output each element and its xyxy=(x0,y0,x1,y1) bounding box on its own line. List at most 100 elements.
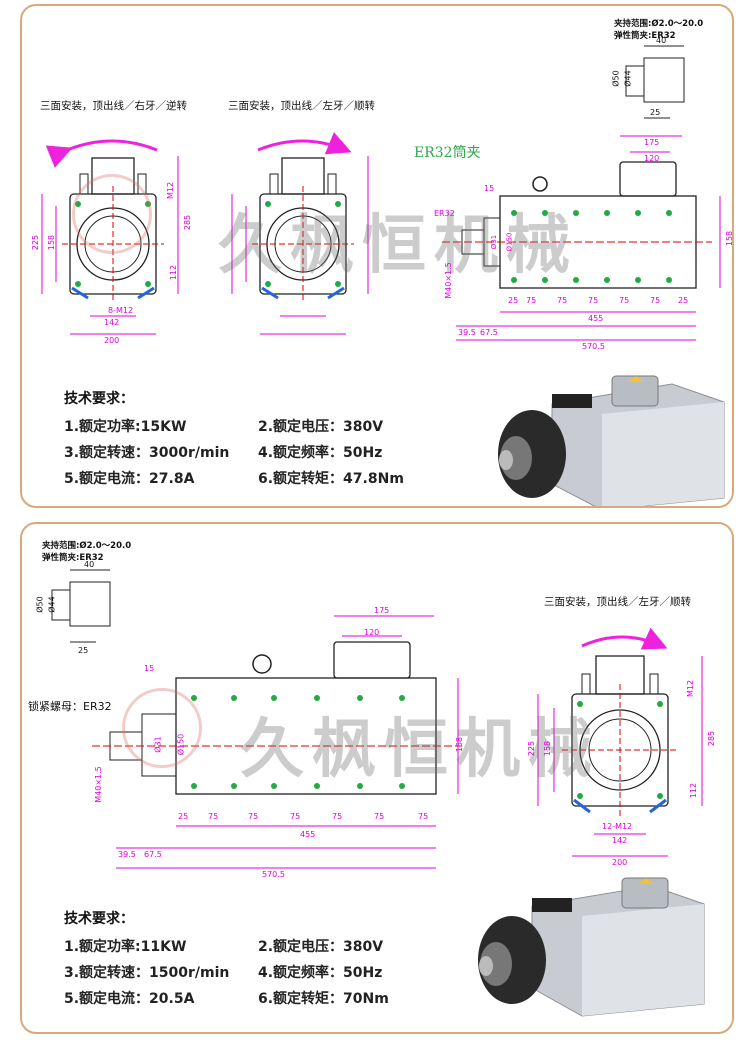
side-er32-label: ER32 xyxy=(434,209,455,218)
holes-label: 8-M12 xyxy=(108,306,134,315)
collet-d1: Ø50 xyxy=(35,596,45,613)
collet-spec: 弹性筒夹:ER32 xyxy=(42,553,104,563)
watermark: 久枫恒机械 xyxy=(240,712,600,787)
spec-speed: 3.额定转速：3000r/min xyxy=(64,445,230,461)
bolt-span: 142 xyxy=(104,318,120,327)
collet-h: 25 xyxy=(650,108,661,117)
front-b: 67.5 xyxy=(480,328,498,337)
spec-speed: 3.额定转速：1500r/min xyxy=(64,965,230,981)
front-a: 39.5 xyxy=(458,328,476,337)
box-inner: 120 xyxy=(364,628,380,637)
dia-a: Ø31 xyxy=(153,736,163,753)
collet-w: 40 xyxy=(656,36,667,45)
pitch-5: 75 xyxy=(650,296,661,305)
body-len: 455 xyxy=(588,314,604,323)
spindle-photo xyxy=(498,375,725,506)
offset: 112 xyxy=(169,264,179,281)
shaft-len: 15 xyxy=(144,664,155,673)
spec-current: 5.额定电流：27.8A xyxy=(64,471,195,487)
spec-frequency: 4.额定频率：50Hz xyxy=(258,965,383,981)
box-width: 175 xyxy=(644,138,660,147)
body-height: 158 xyxy=(725,230,734,247)
bolt-span: 142 xyxy=(612,836,628,845)
pitch-0: 25 xyxy=(178,812,189,821)
holes-label: 12-M12 xyxy=(602,822,633,831)
side-view xyxy=(442,135,721,341)
shaft-len: 15 xyxy=(484,184,495,193)
total-len: 570.5 xyxy=(582,342,605,351)
pitch-0: 25 xyxy=(508,296,519,305)
dia-b: Ø150 xyxy=(505,232,514,252)
install-note-left: 三面安装，顶出线／右牙／逆转 xyxy=(40,100,187,112)
watermark: 久枫恒机械 xyxy=(218,208,578,283)
body-len: 455 xyxy=(300,830,316,839)
height-left: 225 xyxy=(31,234,41,251)
pitch-6: 75 xyxy=(418,812,429,821)
spec-torque: 6.额定转矩：70Nm xyxy=(258,991,389,1007)
spec-title: 技术要求： xyxy=(64,911,134,927)
collet-detail xyxy=(51,569,111,643)
spindle-photo xyxy=(478,877,705,1017)
collet-d2: Ø44 xyxy=(623,70,633,87)
width-total: 200 xyxy=(612,858,628,867)
lock-nut-label: 锁紧螺母：ER32 xyxy=(28,700,112,713)
clamp-range: 夹持范围:Ø2.0～20.0 xyxy=(42,541,132,551)
spec-current: 5.额定电流：20.5A xyxy=(64,991,195,1007)
total-len: 570.5 xyxy=(262,870,285,879)
clamp-range: 夹持范围:Ø2.0～20.0 xyxy=(614,19,704,29)
pitch-1: 75 xyxy=(526,296,537,305)
bottom-panel: 夹持范围:Ø2.0～20.0 弹性筒夹:ER32 锁紧螺母：ER32 三面安装，… xyxy=(20,522,734,1034)
dia-a: Ø31 xyxy=(490,234,499,250)
spec-voltage: 2.额定电压：380V xyxy=(258,939,384,955)
pitch-5: 75 xyxy=(374,812,385,821)
collet-w: 40 xyxy=(84,560,95,569)
spec-power: 1.额定功率:11KW xyxy=(64,939,187,955)
pitch-4: 75 xyxy=(619,296,630,305)
logo-icon xyxy=(72,174,152,254)
top-drawings xyxy=(41,45,725,506)
install-note-right: 三面安装，顶出线／左牙／顺转 xyxy=(228,100,375,112)
bottom-drawings xyxy=(51,569,705,1017)
front-view-right xyxy=(231,156,369,335)
box-width: 175 xyxy=(374,606,390,615)
collet-d2: Ø44 xyxy=(47,596,57,613)
rotation-arrow-icon xyxy=(45,139,158,168)
collet-h: 25 xyxy=(78,646,89,655)
spec-title: 技术要求： xyxy=(64,391,134,407)
pitch-4: 75 xyxy=(332,812,343,821)
thread: M12 xyxy=(166,181,176,200)
pitch-2: 75 xyxy=(248,812,259,821)
top-panel: 三面安装，顶出线／右牙／逆转 三面安装，顶出线／左牙／顺转 夹持范围:Ø2.0～… xyxy=(20,4,734,508)
pitch-2: 75 xyxy=(557,296,568,305)
spec-power: 1.额定功率:15KW xyxy=(64,419,187,435)
front-a: 39.5 xyxy=(118,850,136,859)
height-inner: 158 xyxy=(47,234,57,251)
spec-frequency: 4.额定频率：50Hz xyxy=(258,445,383,461)
collet-callout: ER32筒夹 xyxy=(414,145,481,161)
width-total: 200 xyxy=(104,336,120,345)
height-inner: 158 xyxy=(543,740,553,757)
nut-thread: M40×1.5 xyxy=(93,766,103,803)
logo-icon xyxy=(122,688,202,768)
pitch-1: 75 xyxy=(208,812,219,821)
pitch-3: 75 xyxy=(290,812,301,821)
rotation-arrow-icon xyxy=(257,132,352,155)
dia-b: Ø150 xyxy=(176,733,186,756)
collet-spec: 弹性筒夹:ER32 xyxy=(614,31,676,41)
height-right: 285 xyxy=(707,730,717,747)
pitch-6: 25 xyxy=(678,296,689,305)
collet-d1: Ø50 xyxy=(611,70,621,87)
body-height: 158 xyxy=(455,736,465,753)
rotation-arrow-icon xyxy=(581,627,668,650)
front-view xyxy=(537,655,703,857)
spec-voltage: 2.额定电压：380V xyxy=(258,419,384,435)
offset: 112 xyxy=(689,782,699,799)
spec-torque: 6.额定转矩：47.8Nm xyxy=(258,471,404,487)
front-b: 67.5 xyxy=(144,850,162,859)
height-right: 285 xyxy=(183,214,193,231)
height-left: 225 xyxy=(527,740,537,757)
thread: M12 xyxy=(686,679,696,698)
collet-detail xyxy=(625,45,685,119)
box-inner: 120 xyxy=(644,154,660,163)
pitch-3: 75 xyxy=(588,296,599,305)
